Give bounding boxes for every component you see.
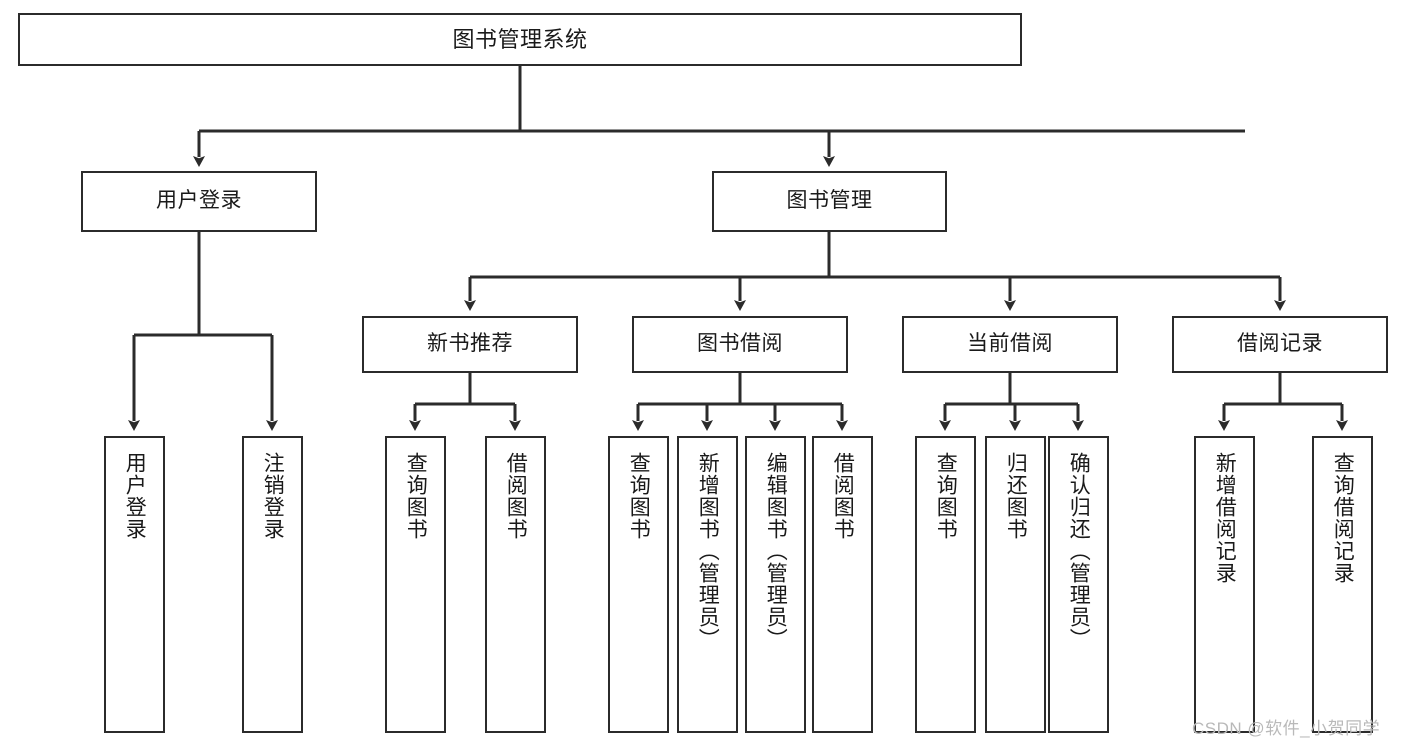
node-user-login[interactable]: 用户登录 — [81, 171, 317, 232]
node-label: 借阅记录 — [1237, 332, 1323, 356]
node-label: 图书管理 — [786, 189, 873, 213]
leaf-borrow-book[interactable]: 借阅图书 — [812, 436, 873, 733]
leaf-query-book-recommend[interactable]: 查询图书 — [385, 436, 446, 733]
node-label: 查询借阅记录 — [1331, 452, 1355, 584]
node-new-book-recommend[interactable]: 新书推荐 — [362, 316, 578, 373]
node-label: 确认归还（管理员） — [1067, 452, 1091, 650]
node-label: 新书推荐 — [427, 332, 513, 356]
node-label: 新增图书（管理员） — [696, 452, 720, 650]
leaf-query-book-current[interactable]: 查询图书 — [915, 436, 976, 733]
node-label: 编辑图书（管理员） — [764, 452, 788, 650]
leaf-logout[interactable]: 注销登录 — [242, 436, 303, 733]
node-label: 查询图书 — [934, 452, 958, 540]
leaf-confirm-return-admin[interactable]: 确认归还（管理员） — [1048, 436, 1109, 733]
node-borrow-record[interactable]: 借阅记录 — [1172, 316, 1388, 373]
node-label: 借阅图书 — [831, 452, 855, 540]
node-book-management[interactable]: 图书管理 — [712, 171, 947, 232]
node-label: 图书借阅 — [697, 332, 783, 356]
leaf-edit-book-admin[interactable]: 编辑图书（管理员） — [745, 436, 806, 733]
node-book-borrow[interactable]: 图书借阅 — [632, 316, 848, 373]
leaf-add-book-admin[interactable]: 新增图书（管理员） — [677, 436, 738, 733]
node-label: 用户登录 — [123, 452, 147, 540]
node-label: 归还图书 — [1004, 452, 1028, 540]
node-label: 当前借阅 — [967, 332, 1053, 356]
node-current-borrow[interactable]: 当前借阅 — [902, 316, 1118, 373]
node-label: 查询图书 — [627, 452, 651, 540]
node-label: 新增借阅记录 — [1213, 452, 1237, 584]
leaf-borrow-book-recommend[interactable]: 借阅图书 — [485, 436, 546, 733]
node-label: 查询图书 — [404, 452, 428, 540]
csdn-watermark: CSDN @软件_小贺同学 — [1192, 719, 1381, 738]
node-label: 用户登录 — [156, 189, 242, 213]
leaf-query-borrow-record[interactable]: 查询借阅记录 — [1312, 436, 1373, 733]
node-root-system[interactable]: 图书管理系统 — [18, 13, 1022, 66]
leaf-return-book[interactable]: 归还图书 — [985, 436, 1046, 733]
node-label: 注销登录 — [261, 452, 285, 540]
leaf-user-login[interactable]: 用户登录 — [104, 436, 165, 733]
leaf-query-book-borrow[interactable]: 查询图书 — [608, 436, 669, 733]
node-label: 图书管理系统 — [452, 26, 588, 52]
leaf-add-borrow-record[interactable]: 新增借阅记录 — [1194, 436, 1255, 733]
node-label: 借阅图书 — [504, 452, 528, 540]
